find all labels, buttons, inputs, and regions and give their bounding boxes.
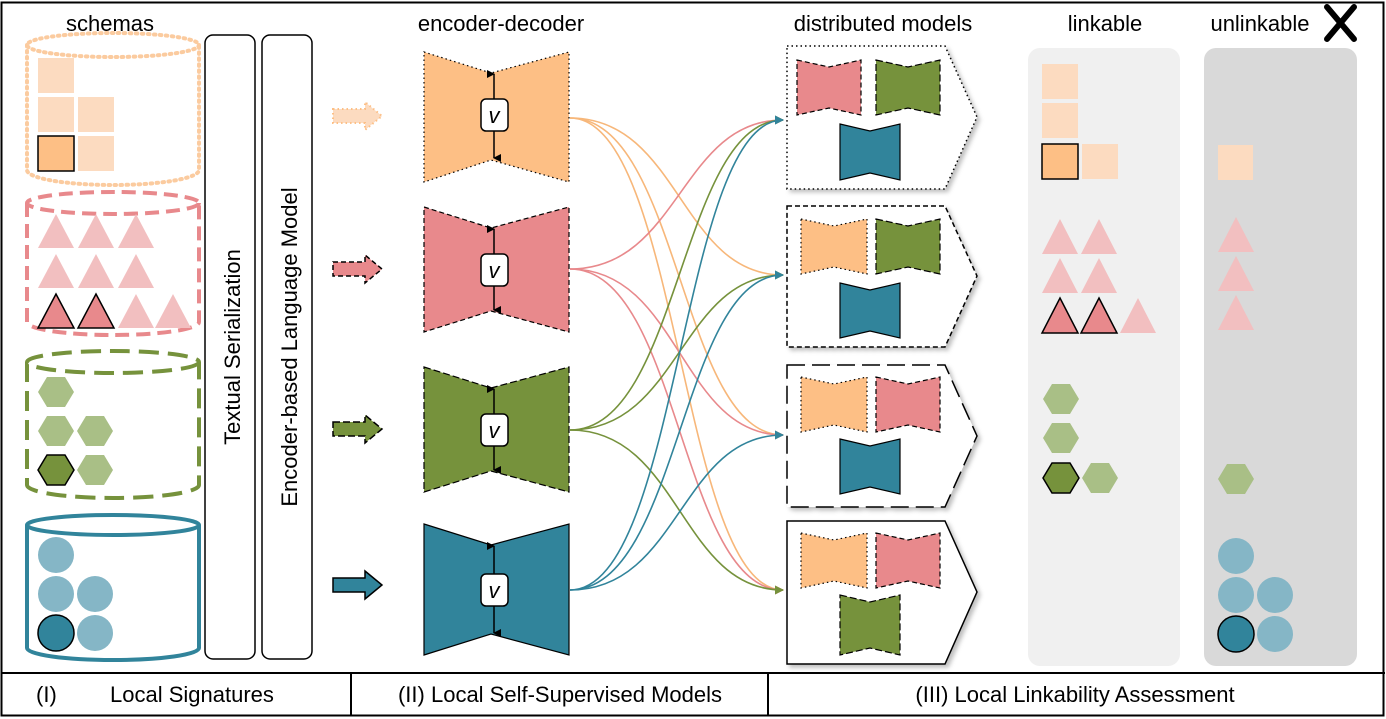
distributed-model-box-3 (786, 364, 978, 508)
encoder-decoder-orange: v (423, 51, 570, 183)
schema-green (25, 349, 201, 500)
model-distribution-curves (569, 115, 784, 595)
header-schemas: schemas (66, 11, 154, 36)
header-distributed-models: distributed models (794, 11, 973, 36)
footer-section3-label: (III) Local Linkability Assessment (915, 682, 1234, 707)
distributed-model-box-1 (786, 45, 978, 190)
latent-label: v (489, 578, 502, 603)
linkable-panel (1028, 48, 1180, 666)
unlinkable-panel (1204, 48, 1357, 666)
encoder-decoder-pink: v (423, 206, 570, 333)
footer-section2-label: (II) Local Self-Supervised Models (398, 682, 722, 707)
distributed-model-box-4 (786, 520, 978, 665)
schema-pink (25, 190, 201, 337)
textual-serialization-bar: Textual Serialization (204, 34, 256, 660)
encoder-language-model-bar: Encoder-based Language Model (261, 34, 313, 660)
encoder-decoder-green: v (423, 366, 570, 493)
latent-label: v (489, 418, 502, 443)
textual-serialization-label: Textual Serialization (220, 249, 245, 445)
encoder-decoder-teal: v (423, 523, 570, 656)
footer-section1-label: Local Signatures (110, 682, 274, 707)
encoder-language-model-label: Encoder-based Language Model (277, 187, 302, 506)
schema-teal (25, 513, 201, 662)
footer-section1-number: (I) (36, 682, 57, 707)
block-arrow-icon (332, 99, 384, 601)
header-encoder-decoder: encoder-decoder (418, 11, 584, 36)
header-linkable: linkable (1068, 11, 1143, 36)
latent-label: v (489, 103, 502, 128)
distributed-model-box-2 (786, 205, 978, 348)
schema-orange (25, 31, 201, 187)
x-mark-icon (1324, 4, 1357, 42)
header-unlinkable: unlinkable (1210, 11, 1309, 36)
latent-label: v (489, 258, 502, 283)
